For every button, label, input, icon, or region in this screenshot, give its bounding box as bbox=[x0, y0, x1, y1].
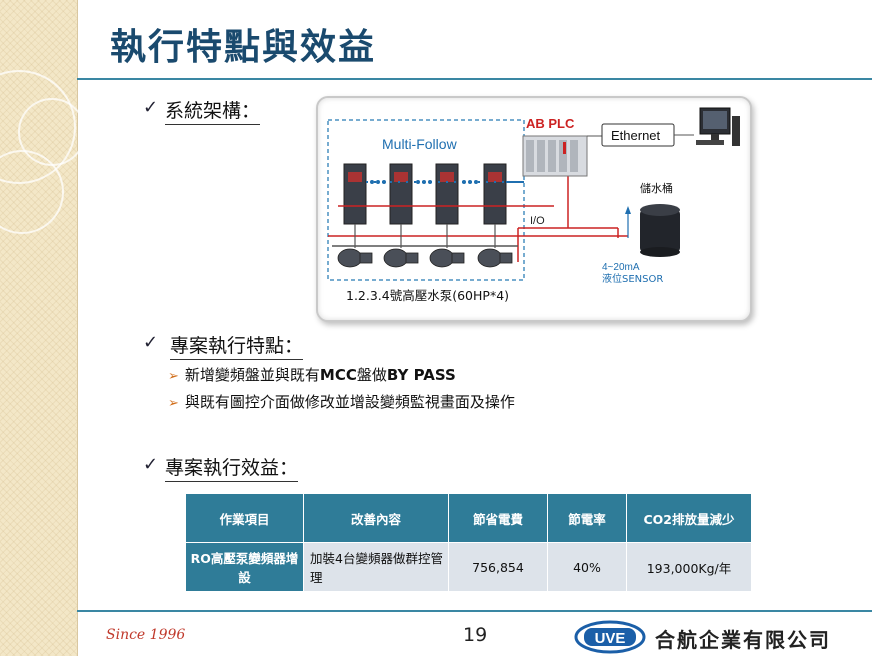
system-architecture-diagram: Multi-Follow bbox=[316, 96, 752, 322]
table-header-cell: 節省電費 bbox=[448, 493, 548, 543]
multi-follow-box bbox=[327, 119, 525, 281]
pump-icon bbox=[477, 248, 503, 268]
pumps-caption: 1.2.3.4號高壓水泵(60HP*4) bbox=[346, 288, 509, 303]
plc-label: AB PLC bbox=[526, 116, 575, 131]
table-cell: 193,000Kg/年 bbox=[626, 542, 752, 592]
pump-icon bbox=[383, 248, 409, 268]
vfd-drives bbox=[343, 163, 507, 225]
company-name: 合航企業有限公司 bbox=[655, 628, 831, 652]
section-benefits: 專案執行效益： bbox=[165, 453, 299, 482]
decorative-sidebar bbox=[0, 0, 86, 656]
table-row: RO高壓泵變頻器增設 加裝4台變頻器做群控管理 756,854 40% 193,… bbox=[185, 542, 752, 592]
plc-icon bbox=[522, 135, 588, 177]
table-header-cell: 節電率 bbox=[547, 493, 627, 543]
diagram-svg: Multi-Follow bbox=[327, 107, 740, 303]
table-header-cell: 改善內容 bbox=[303, 493, 449, 543]
pump-icons bbox=[337, 248, 513, 268]
sensor-line1: 4~20mA bbox=[602, 262, 640, 273]
arrow-bullet-icon: ➢ bbox=[168, 369, 179, 384]
table-header-cell: CO2排放量減少 bbox=[626, 493, 752, 543]
logo-text: UVE bbox=[595, 630, 626, 647]
table-header-row: 作業項目 改善內容 節省電費 節電率 CO2排放量減少 bbox=[185, 493, 752, 543]
tank-label: 儲水桶 bbox=[640, 181, 673, 195]
feature-text: 新增變頻盤並與既有 bbox=[184, 366, 320, 384]
feature-item-2: ➢ 與既有圖控介面做修改並增設變頻監視畫面及操作 bbox=[168, 391, 515, 412]
since-text: Since 1996 bbox=[106, 627, 186, 643]
title-divider bbox=[77, 78, 872, 80]
check-icon: ✓ bbox=[143, 454, 159, 475]
pump-icon bbox=[337, 248, 363, 268]
feature-bold: BY PASS bbox=[386, 366, 456, 384]
check-icon: ✓ bbox=[143, 97, 159, 118]
pump-icon bbox=[429, 248, 455, 268]
ethernet-label: Ethernet bbox=[611, 128, 661, 143]
table-cell: 加裝4台變頻器做群控管理 bbox=[303, 542, 449, 592]
company-logo-icon: UVE bbox=[574, 620, 646, 654]
table-cell: 756,854 bbox=[448, 542, 548, 592]
slide-title: 執行特點與效益 bbox=[110, 27, 377, 68]
computer-icon bbox=[696, 107, 740, 146]
check-icon: ✓ bbox=[143, 332, 159, 353]
water-tank-icon bbox=[640, 204, 680, 257]
section-architecture: 系統架構： bbox=[165, 96, 261, 125]
feature-bold: MCC bbox=[319, 366, 357, 384]
multi-follow-label: Multi-Follow bbox=[382, 136, 458, 152]
table-header-cell: 作業項目 bbox=[185, 493, 304, 543]
footer-divider bbox=[77, 610, 872, 612]
page-number: 19 bbox=[463, 624, 488, 646]
benefits-table: 作業項目 改善內容 節省電費 節電率 CO2排放量減少 RO高壓泵變頻器增設 加… bbox=[185, 493, 752, 592]
feature-text: 與既有圖控介面做修改並增設變頻監視畫面及操作 bbox=[184, 393, 515, 411]
section-features: 專案執行特點： bbox=[170, 331, 304, 360]
feature-text: 盤做 bbox=[356, 366, 387, 384]
table-cell: RO高壓泵變頻器增設 bbox=[185, 542, 304, 592]
io-label: I/O bbox=[530, 215, 545, 227]
sensor-line2: 液位SENSOR bbox=[602, 272, 663, 285]
table-cell: 40% bbox=[547, 542, 627, 592]
arrow-bullet-icon: ➢ bbox=[168, 396, 179, 411]
feature-item-1: ➢ 新增變頻盤並與既有MCC盤做BY PASS bbox=[168, 364, 456, 385]
